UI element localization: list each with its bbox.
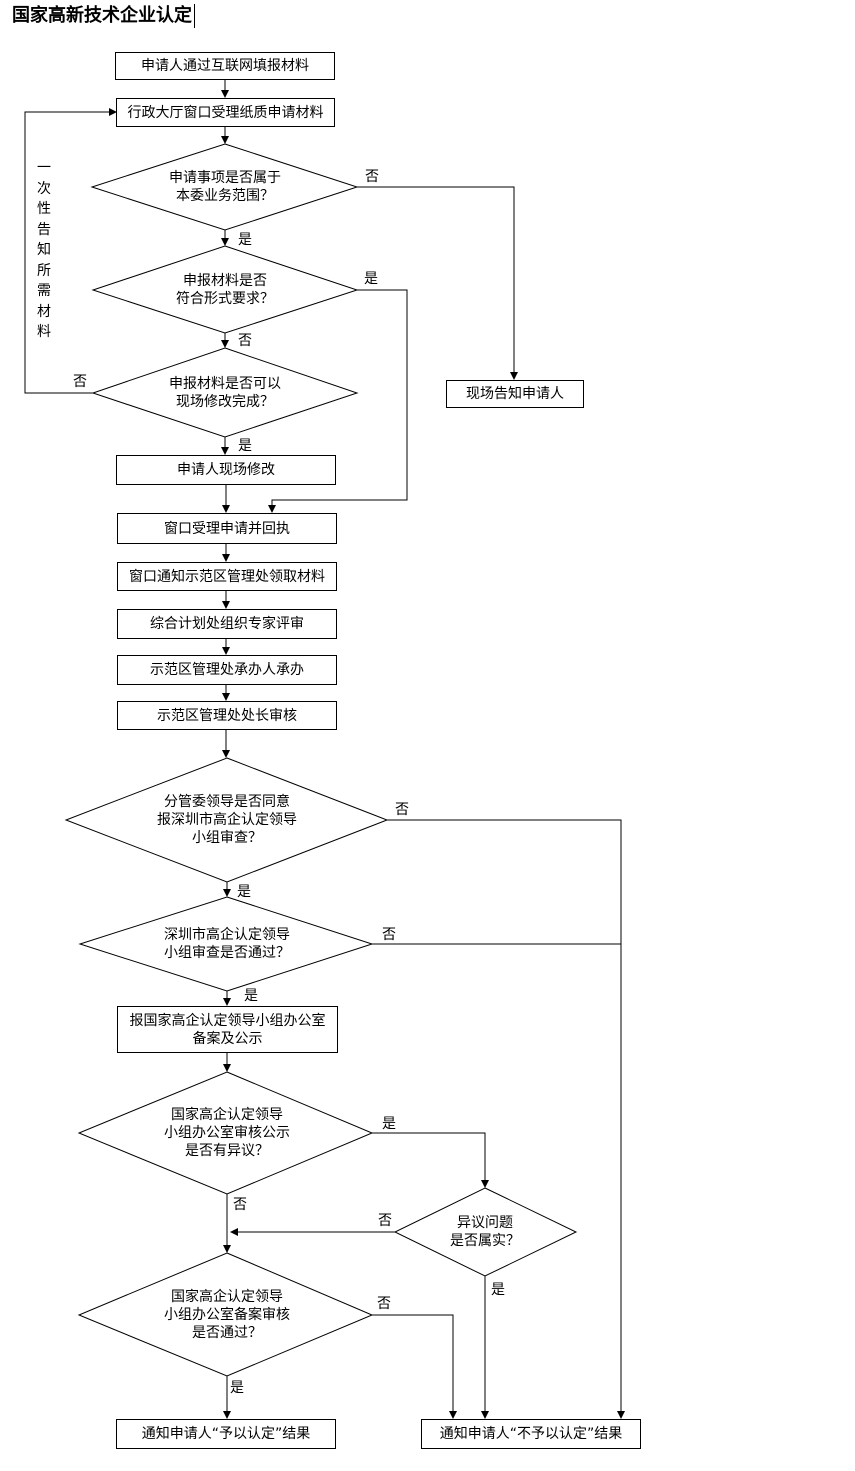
box-chief-review: 示范区管理处处长审核 [117, 701, 337, 730]
box-notify-zone-office: 窗口通知示范区管理处领取材料 [117, 562, 337, 591]
box-notify-onsite: 现场告知申请人 [446, 380, 584, 408]
edge-label-yes: 是 [238, 232, 252, 248]
edge-label-no: 否 [365, 169, 379, 185]
box-result-no: 通知申请人“不予以认定”结果 [421, 1419, 641, 1449]
edge-label-yes: 是 [230, 1380, 244, 1396]
side-note-vertical: 一次性告知所需材料 [37, 160, 51, 340]
box-expert-review: 综合计划处组织专家评审 [117, 609, 337, 639]
text-q-scope: 申请事项是否属于 本委业务范围？ [169, 170, 281, 204]
text-q-format: 申报材料是否 符合形式要求？ [176, 273, 274, 307]
text-q-objection: 国家高企认定领导 小组办公室审核公示 是否有异议？ [164, 1107, 290, 1159]
page-title: 国家高新技术企业认定 [12, 4, 195, 28]
edge-label-yes: 是 [238, 438, 252, 454]
edge-label-yes: 是 [382, 1116, 396, 1132]
box-window-receipt: 窗口受理申请并回执 [117, 513, 337, 544]
edge-label-no: 否 [238, 333, 252, 349]
edge-label-yes: 是 [491, 1282, 505, 1298]
edge-label-yes: 是 [364, 271, 378, 287]
box-handler: 示范区管理处承办人承办 [117, 655, 337, 685]
edge-label-yes: 是 [237, 884, 251, 900]
text-q-city-pass: 深圳市高企认定领导 小组审查是否通过？ [164, 927, 290, 961]
text-q-record-pass: 国家高企认定领导 小组办公室备案审核 是否通过？ [164, 1289, 290, 1341]
edge-label-no: 否 [378, 1213, 392, 1229]
edge-label-yes: 是 [244, 988, 258, 1004]
edge-label-no: 否 [377, 1296, 391, 1312]
box-window-accept-paper: 行政大厅窗口受理纸质申请材料 [116, 98, 335, 127]
text-q-objection-true: 异议问题 是否属实？ [450, 1215, 520, 1249]
edge-label-no: 否 [395, 802, 409, 818]
box-report-national: 报国家高企认定领导小组办公室 备案及公示 [117, 1006, 338, 1053]
box-result-yes: 通知申请人“予以认定”结果 [116, 1419, 336, 1449]
edge-label-no: 否 [73, 374, 87, 390]
box-online-apply: 申请人通过互联网填报材料 [115, 52, 335, 80]
box-applicant-fix: 申请人现场修改 [116, 455, 336, 485]
edge-label-no: 否 [233, 1197, 247, 1213]
text-q-leader-agree: 分管委领导是否同意 报深圳市高企认定领导 小组审查？ [157, 794, 297, 846]
text-q-fix-onsite: 申报材料是否可以 现场修改完成？ [169, 376, 281, 410]
edge-label-no: 否 [382, 927, 396, 943]
